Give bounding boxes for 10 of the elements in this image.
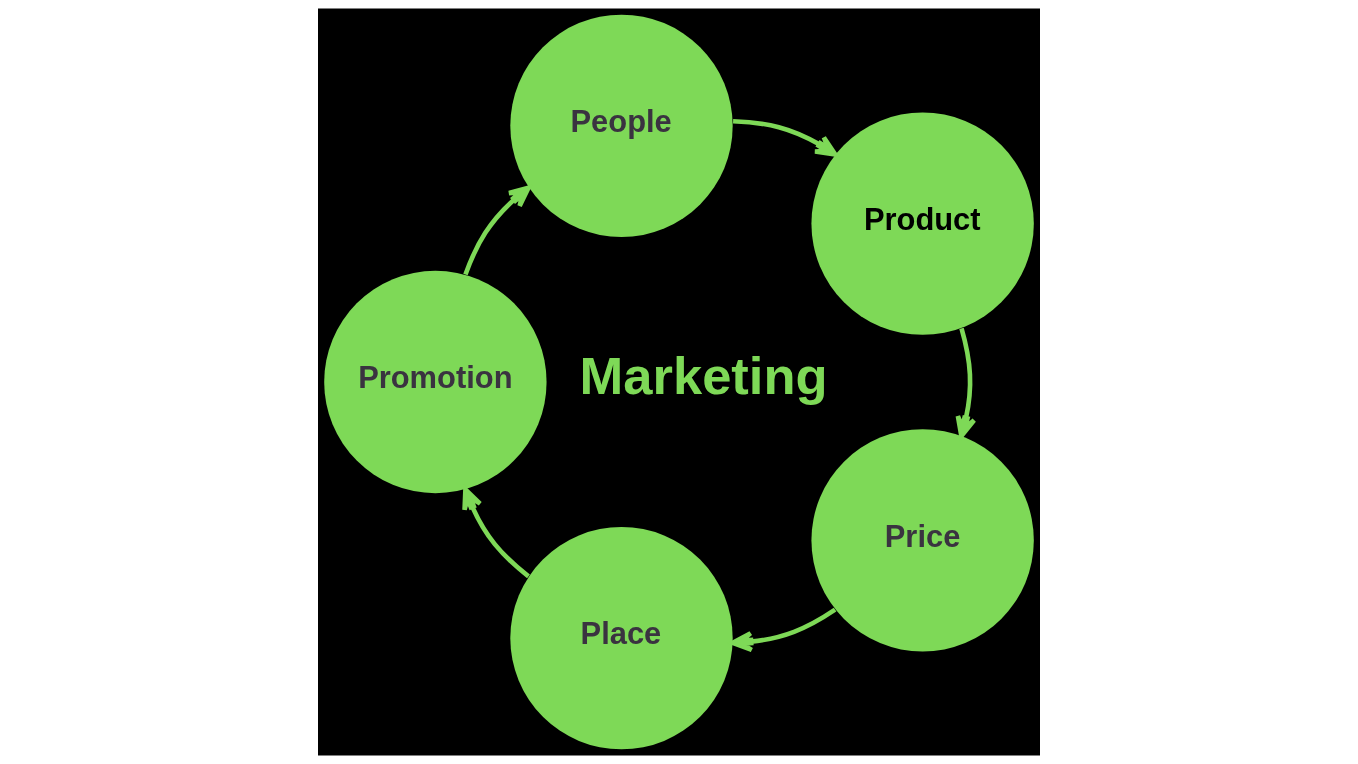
node-circle: Place — [510, 526, 733, 750]
node-circle: People — [510, 14, 733, 238]
arrow — [462, 487, 530, 579]
arrow — [463, 185, 531, 276]
arrow — [730, 607, 837, 653]
node-circle: Promotion — [324, 270, 547, 494]
label: Marketing — [579, 345, 828, 405]
arrow — [955, 327, 977, 439]
arrow — [733, 118, 838, 157]
node-circle: Price — [811, 429, 1034, 652]
